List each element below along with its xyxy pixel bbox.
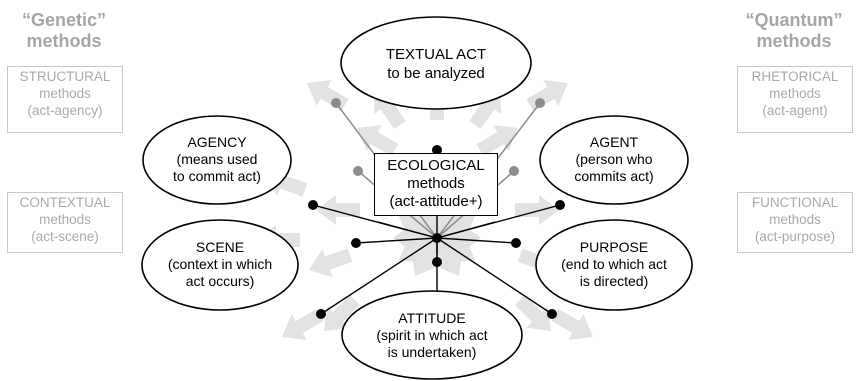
contextual-subtitle: methods bbox=[39, 212, 91, 227]
attitude-ellipse bbox=[341, 290, 523, 380]
scene-title: SCENE bbox=[195, 239, 245, 255]
contextual-relation: (act-scene) bbox=[31, 229, 99, 244]
textual-act-desc: to be analyzed bbox=[387, 65, 485, 82]
attitude-title: ATTITUDE bbox=[398, 310, 466, 326]
genetic-heading-line-2: methods bbox=[26, 31, 102, 51]
contextual-methods-box: CONTEXTUAL methods (act-scene) bbox=[7, 192, 123, 253]
purpose-ellipse bbox=[535, 219, 693, 311]
faded-dots bbox=[331, 98, 545, 176]
textual-act-node: TEXTUAL ACT to be analyzed bbox=[356, 45, 516, 83]
attitude-desc-2: is undertaken) bbox=[387, 344, 477, 360]
ecological-methods-box: ECOLOGICAL methods (act-attitude+) bbox=[374, 153, 498, 216]
agency-ellipse bbox=[142, 115, 292, 205]
purpose-node: PURPOSE (end to which act is directed) bbox=[539, 239, 689, 290]
rhetorical-title: RHETORICAL bbox=[751, 69, 839, 84]
structural-title: STRUCTURAL bbox=[19, 69, 111, 84]
connector-lines bbox=[312, 150, 561, 330]
functional-relation: (act-purpose) bbox=[754, 229, 836, 244]
structural-relation: (act-agency) bbox=[27, 103, 103, 118]
ecological-title: ECOLOGICAL bbox=[387, 157, 485, 174]
functional-methods-box: FUNCTIONAL methods (act-purpose) bbox=[737, 192, 853, 253]
agency-title: AGENCY bbox=[187, 134, 247, 150]
purpose-desc-2: is directed) bbox=[579, 273, 649, 289]
scene-ellipse bbox=[141, 219, 299, 311]
quantum-heading-line-2: methods bbox=[756, 31, 832, 51]
ecological-subtitle: methods bbox=[407, 175, 465, 192]
functional-subtitle: methods bbox=[769, 212, 821, 227]
rhetorical-relation: (act-agent) bbox=[762, 103, 828, 118]
genetic-methods-heading: “Genetic” methods bbox=[0, 10, 128, 52]
attitude-node: ATTITUDE (spirit in which act is underta… bbox=[352, 310, 512, 361]
rhetorical-methods-box: RHETORICAL methods (act-agent) bbox=[737, 66, 853, 133]
attitude-desc-1: (spirit in which act bbox=[376, 327, 488, 343]
genetic-heading-line-1: “Genetic” bbox=[21, 10, 107, 30]
agency-desc-2: to commit act) bbox=[173, 168, 261, 184]
dots bbox=[308, 145, 565, 319]
agent-node: AGENT (person who commits act) bbox=[544, 134, 684, 185]
scene-desc-1: (context in which bbox=[167, 256, 273, 272]
agent-desc-1: (person who bbox=[575, 151, 653, 167]
agency-desc-1: (means used bbox=[176, 151, 258, 167]
structural-subtitle: methods bbox=[39, 86, 91, 101]
purpose-title: PURPOSE bbox=[579, 239, 649, 255]
ellipse-nodes bbox=[141, 16, 693, 380]
ecological-relation: (act-attitude+) bbox=[389, 193, 483, 210]
rhetorical-subtitle: methods bbox=[769, 86, 821, 101]
functional-title: FUNCTIONAL bbox=[751, 195, 839, 210]
agent-desc-2: commits act) bbox=[574, 168, 654, 184]
structural-methods-box: STRUCTURAL methods (act-agency) bbox=[7, 66, 123, 133]
contextual-title: CONTEXTUAL bbox=[19, 195, 111, 210]
agent-ellipse bbox=[539, 115, 689, 205]
agency-node: AGENCY (means used to commit act) bbox=[147, 134, 287, 185]
hub-dot bbox=[432, 233, 442, 243]
scene-desc-2: act occurs) bbox=[185, 273, 255, 289]
textual-act-title: TEXTUAL ACT bbox=[385, 46, 487, 63]
purpose-desc-1: (end to which act bbox=[561, 256, 667, 272]
textual-act-ellipse bbox=[340, 16, 532, 110]
agent-title: AGENT bbox=[589, 134, 639, 150]
quantum-methods-heading: “Quantum” methods bbox=[730, 10, 858, 52]
scene-node: SCENE (context in which act occurs) bbox=[145, 239, 295, 290]
quantum-heading-line-1: “Quantum” bbox=[745, 10, 843, 30]
